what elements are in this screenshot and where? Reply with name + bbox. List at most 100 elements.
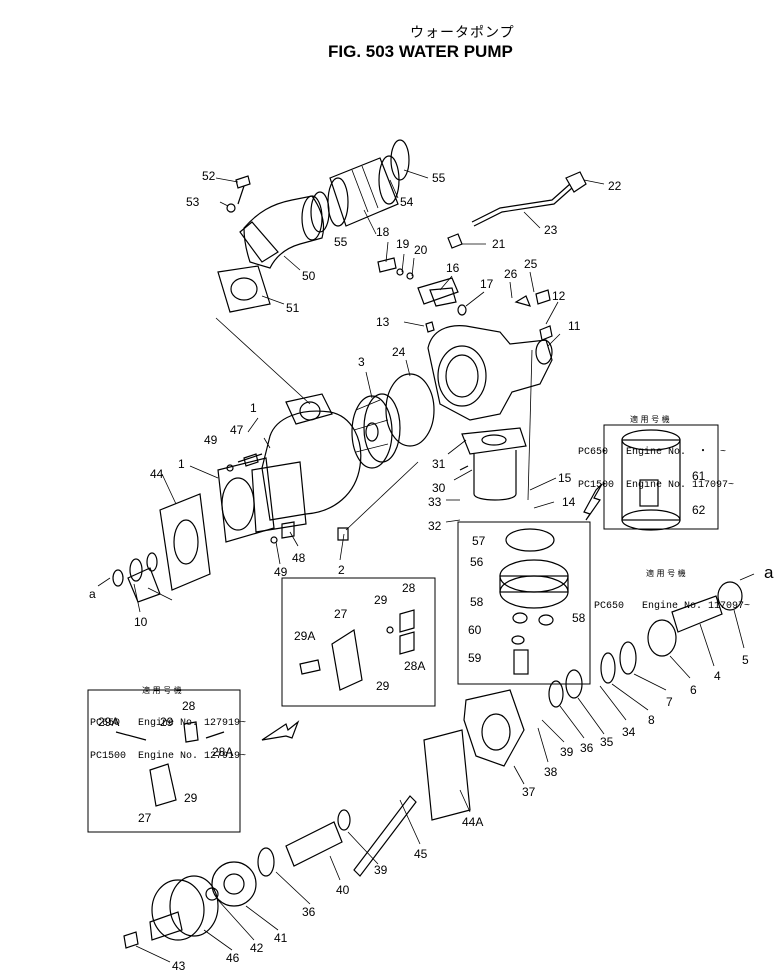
callout-17: 17 — [480, 277, 494, 291]
callout-55: 55 — [432, 171, 446, 185]
pump-body — [217, 393, 362, 543]
pulley — [123, 875, 219, 949]
callout-39: 39 — [560, 745, 574, 759]
callout-29: 29 — [160, 715, 174, 729]
callout-29: 29 — [376, 679, 390, 693]
callout-28: 28 — [402, 581, 416, 595]
o-ring — [390, 139, 410, 181]
callout-45: 45 — [414, 847, 428, 861]
callout-36: 36 — [302, 905, 316, 919]
callout-13: 13 — [376, 315, 390, 329]
callout-25: 25 — [524, 257, 538, 271]
callout-56: 56 — [470, 555, 484, 569]
callout-52: 52 — [202, 169, 216, 183]
callout-1: 1 — [250, 401, 257, 415]
callout-6: 6 — [690, 683, 697, 697]
callout-11: 11 — [568, 319, 581, 333]
callout-15: 15 — [558, 471, 572, 485]
callout-14: 14 — [562, 495, 576, 509]
callout-26: 26 — [504, 267, 518, 281]
callout-41: 41 — [274, 931, 288, 945]
filter-note-line-1: PC650 Engine No. ・ ~ — [578, 447, 727, 458]
elbow-pipe — [239, 195, 325, 269]
leader-lines — [97, 169, 755, 963]
water-outlet — [459, 427, 527, 501]
callout-55: 55 — [334, 235, 348, 249]
cover-note-line-1: PC650 Engine No. 117097~ — [594, 601, 751, 612]
shaft-assembly-right — [548, 581, 743, 708]
callout-23: 23 — [544, 223, 558, 237]
callout-1: 1 — [178, 457, 185, 471]
bracket-detail-box — [281, 577, 436, 707]
callout-28: 28 — [182, 699, 196, 713]
callout-5: 5 — [742, 653, 749, 667]
callout-60: 60 — [468, 623, 482, 637]
callout-43: 43 — [172, 959, 186, 973]
callout-47: 47 — [230, 423, 244, 437]
pump-body-gasket — [159, 493, 211, 591]
bracket — [299, 609, 415, 691]
cover-detail-box — [457, 521, 591, 685]
callout-24: 24 — [392, 345, 406, 359]
callout-3: 3 — [358, 355, 365, 369]
callout-29: 29 — [184, 791, 198, 805]
filter-note-header: 適 用 号 機 — [630, 415, 670, 424]
callout-a: a — [89, 587, 96, 601]
callout-29: 29 — [374, 593, 388, 607]
title-japanese: ウォータポンプ — [410, 25, 515, 41]
callout-a: a — [764, 563, 774, 582]
callout-35: 35 — [600, 735, 614, 749]
callout-39: 39 — [374, 863, 388, 877]
callout-34: 34 — [622, 725, 636, 739]
callout-27: 27 — [334, 607, 348, 621]
o-ring-large — [385, 373, 435, 447]
callout-28A: 28A — [404, 659, 425, 673]
arrow-indicator — [261, 720, 300, 741]
callout-12: 12 — [552, 289, 566, 303]
callout-27: 27 — [138, 811, 152, 825]
callout-22: 22 — [608, 179, 622, 193]
impeller — [351, 393, 401, 469]
callout-62: 62 — [692, 503, 706, 517]
callout-29A: 29A — [294, 629, 315, 643]
callout-21: 21 — [492, 237, 506, 251]
callout-49: 49 — [274, 565, 288, 579]
bracket-note-line-2: PC1500 Engine No. 127919~ — [90, 751, 247, 762]
callout-7: 7 — [666, 695, 673, 709]
callout-16: 16 — [446, 261, 460, 275]
water-filter — [621, 429, 681, 531]
pipe-gasket — [217, 265, 271, 313]
callout-28A: 28A — [212, 745, 233, 759]
callout-4: 4 — [714, 669, 721, 683]
callout-30: 30 — [432, 481, 446, 495]
arrow-indicator — [583, 483, 603, 521]
callout-49: 49 — [204, 433, 218, 447]
callout-50: 50 — [302, 269, 316, 283]
filter-applicability-note: 適 用 号 機 PC650 Engine No. ・ ~ PC1500 Engi… — [578, 392, 734, 502]
callout-51: 51 — [286, 301, 300, 315]
callout-18: 18 — [376, 225, 390, 239]
figure-title: FIG. 503 WATER PUMP — [328, 42, 513, 61]
callout-46: 46 — [226, 951, 240, 965]
callout-58: 58 — [470, 595, 484, 609]
cover-applicability-note: 適 用 号 機 PC650 Engine No. 117097~ — [594, 546, 750, 623]
pipe-connector — [327, 155, 400, 227]
drive-housing — [423, 689, 525, 821]
callout-10: 10 — [134, 615, 148, 629]
small-fasteners-body — [226, 453, 349, 544]
callout-48: 48 — [292, 551, 306, 565]
callout-31: 31 — [432, 457, 446, 471]
callout-38: 38 — [544, 765, 558, 779]
callout-33: 33 — [428, 495, 442, 509]
callout-40: 40 — [336, 883, 350, 897]
callout-2: 2 — [338, 563, 345, 577]
callout-44: 44 — [150, 467, 164, 481]
callout-57: 57 — [472, 534, 486, 548]
callout-53: 53 — [186, 195, 200, 209]
callout-8: 8 — [648, 713, 655, 727]
callout-42: 42 — [250, 941, 264, 955]
callout-37: 37 — [522, 785, 536, 799]
cover-note-header: 適 用 号 機 — [646, 569, 686, 578]
corrosion-resistor-cover — [499, 528, 569, 675]
